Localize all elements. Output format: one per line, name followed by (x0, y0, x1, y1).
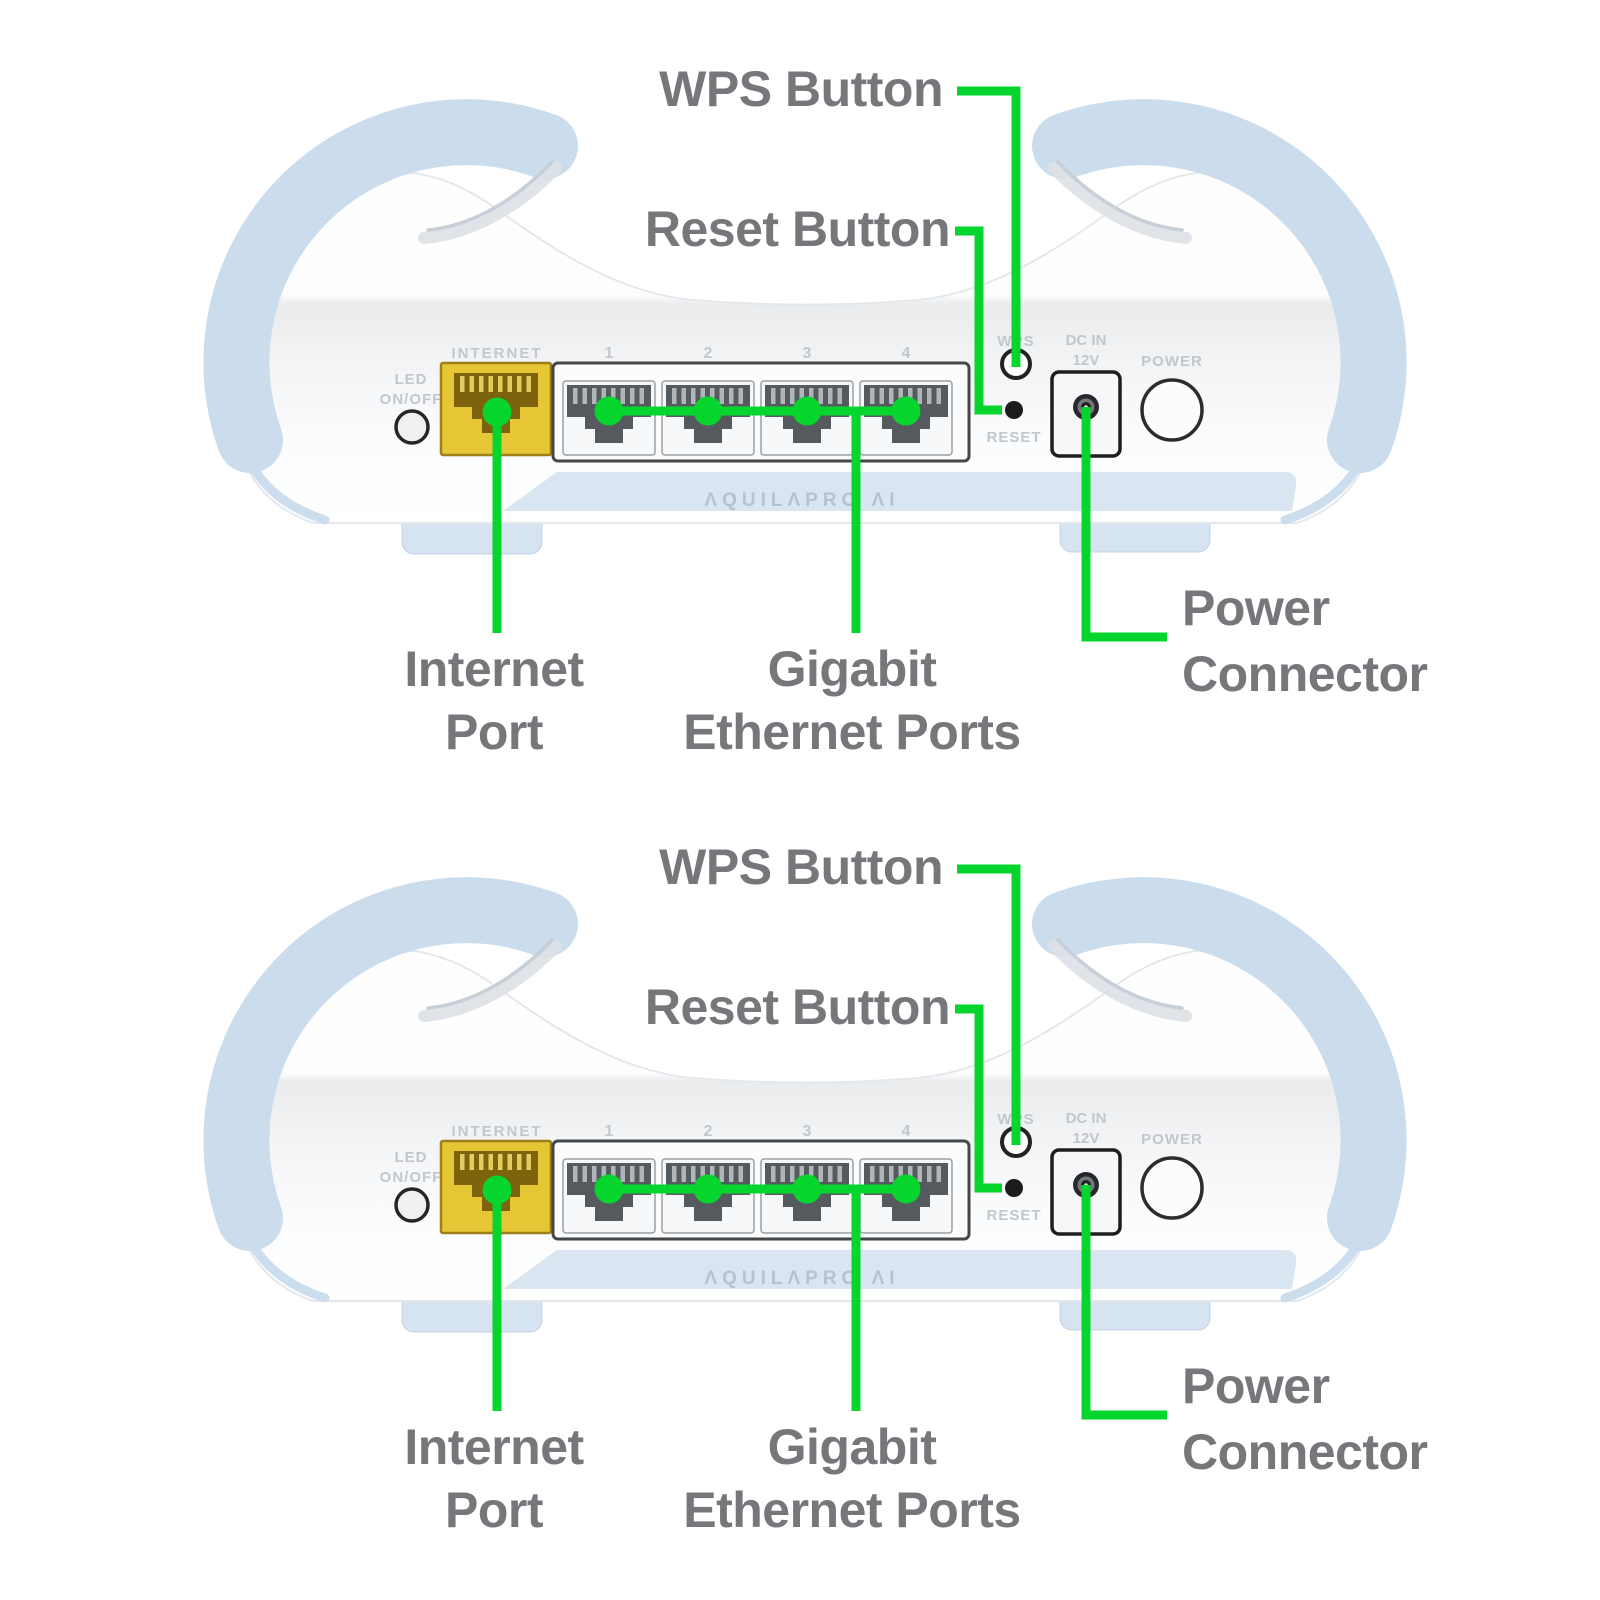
gigabit-ports-callout-line1: Gigabit (767, 1419, 937, 1475)
gigabit-ports-callout-line2: Ethernet Ports (683, 1482, 1021, 1538)
power-connector-callout: Power Connector (1182, 575, 1428, 707)
power-connector-callout: Power Connector (1182, 1353, 1428, 1485)
internet-port-callout: Internet Port (344, 1416, 644, 1542)
gigabit-ports-callout: Gigabit Ethernet Ports (602, 1416, 1102, 1542)
wps-button-callout: WPS Button (659, 61, 943, 117)
wps-button-callout: WPS Button (659, 839, 943, 895)
internet-port-callout-line1: Internet (404, 1419, 584, 1475)
internet-port-callout: Internet Port (344, 638, 644, 764)
internet-port-callout-line1: Internet (404, 641, 584, 697)
power-connector-callout-line1: Power (1182, 580, 1330, 636)
power-connector-callout-line1: Power (1182, 1358, 1330, 1414)
reset-button-callout: Reset Button (644, 201, 951, 257)
router-figure-2: WPS Button Reset Button Internet Port Gi… (0, 778, 1600, 1568)
gigabit-ports-callout-line2: Ethernet Ports (683, 704, 1021, 760)
reset-button-callout: Reset Button (644, 979, 951, 1035)
gigabit-ports-callout-line1: Gigabit (767, 641, 937, 697)
gigabit-ports-callout: Gigabit Ethernet Ports (602, 638, 1102, 764)
internet-port-callout-line2: Port (445, 704, 544, 760)
router-figure-1: WPS Button Reset Button Internet Port Gi… (0, 0, 1600, 790)
internet-port-callout-line2: Port (445, 1482, 544, 1538)
power-connector-callout-line2: Connector (1182, 646, 1428, 702)
power-connector-callout-line2: Connector (1182, 1424, 1428, 1480)
